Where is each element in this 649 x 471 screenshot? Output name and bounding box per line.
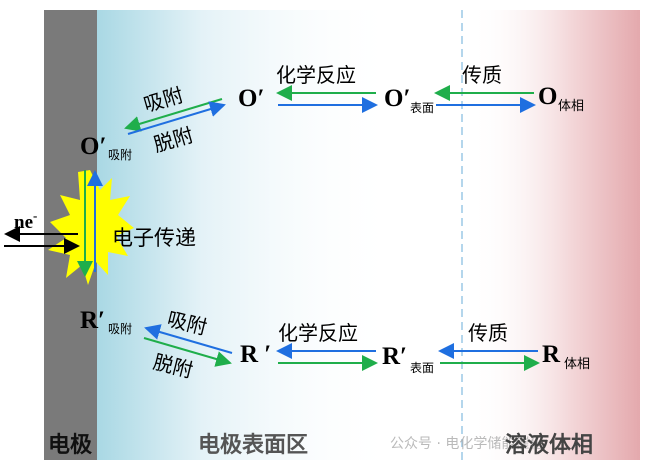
reaction-label-top: 化学反应 bbox=[276, 63, 356, 87]
o-surface-sub: 表面 bbox=[410, 101, 434, 115]
electrode-label: 电极 bbox=[48, 433, 93, 458]
bulk-region-label: 溶液体相 bbox=[505, 432, 593, 458]
adsorb-arrow-top bbox=[124, 98, 223, 132]
electron-label: ne- bbox=[14, 208, 37, 233]
r-surface-sub: 表面 bbox=[410, 361, 434, 375]
o-bulk-sub: 体相 bbox=[558, 99, 584, 114]
watermark: 公众号 · 电化学储能催化 bbox=[390, 436, 543, 452]
o-adsorbed-sub: 吸附 bbox=[108, 148, 132, 162]
surface-region bbox=[97, 10, 397, 460]
reaction-label-bottom: 化学反应 bbox=[278, 321, 358, 345]
desorb-arrow-bottom bbox=[143, 337, 232, 367]
o-species: O′ bbox=[238, 85, 264, 112]
o-surface: O′ bbox=[384, 85, 410, 112]
r-bulk-sub: 体相 bbox=[564, 357, 590, 372]
mass-transfer-label-top: 传质 bbox=[462, 63, 502, 87]
adsorb-arrow-bottom bbox=[144, 324, 233, 354]
electron-transfer-label: 电子传递 bbox=[112, 226, 196, 250]
bulk-region bbox=[470, 10, 640, 460]
r-surface: R′ bbox=[382, 343, 407, 370]
electron-transfer-star-icon bbox=[48, 170, 134, 285]
desorb-arrow-top bbox=[127, 101, 226, 135]
r-adsorbed: R′ bbox=[80, 307, 105, 334]
o-bulk: O bbox=[538, 83, 557, 110]
mass-transfer-label-bottom: 传质 bbox=[468, 321, 508, 345]
surface-region-label: 电极表面区 bbox=[198, 433, 308, 458]
r-species: R ′ bbox=[240, 341, 271, 368]
o-adsorbed: O′ bbox=[80, 133, 106, 160]
r-adsorbed-sub: 吸附 bbox=[108, 322, 132, 336]
r-bulk: R bbox=[542, 341, 561, 368]
